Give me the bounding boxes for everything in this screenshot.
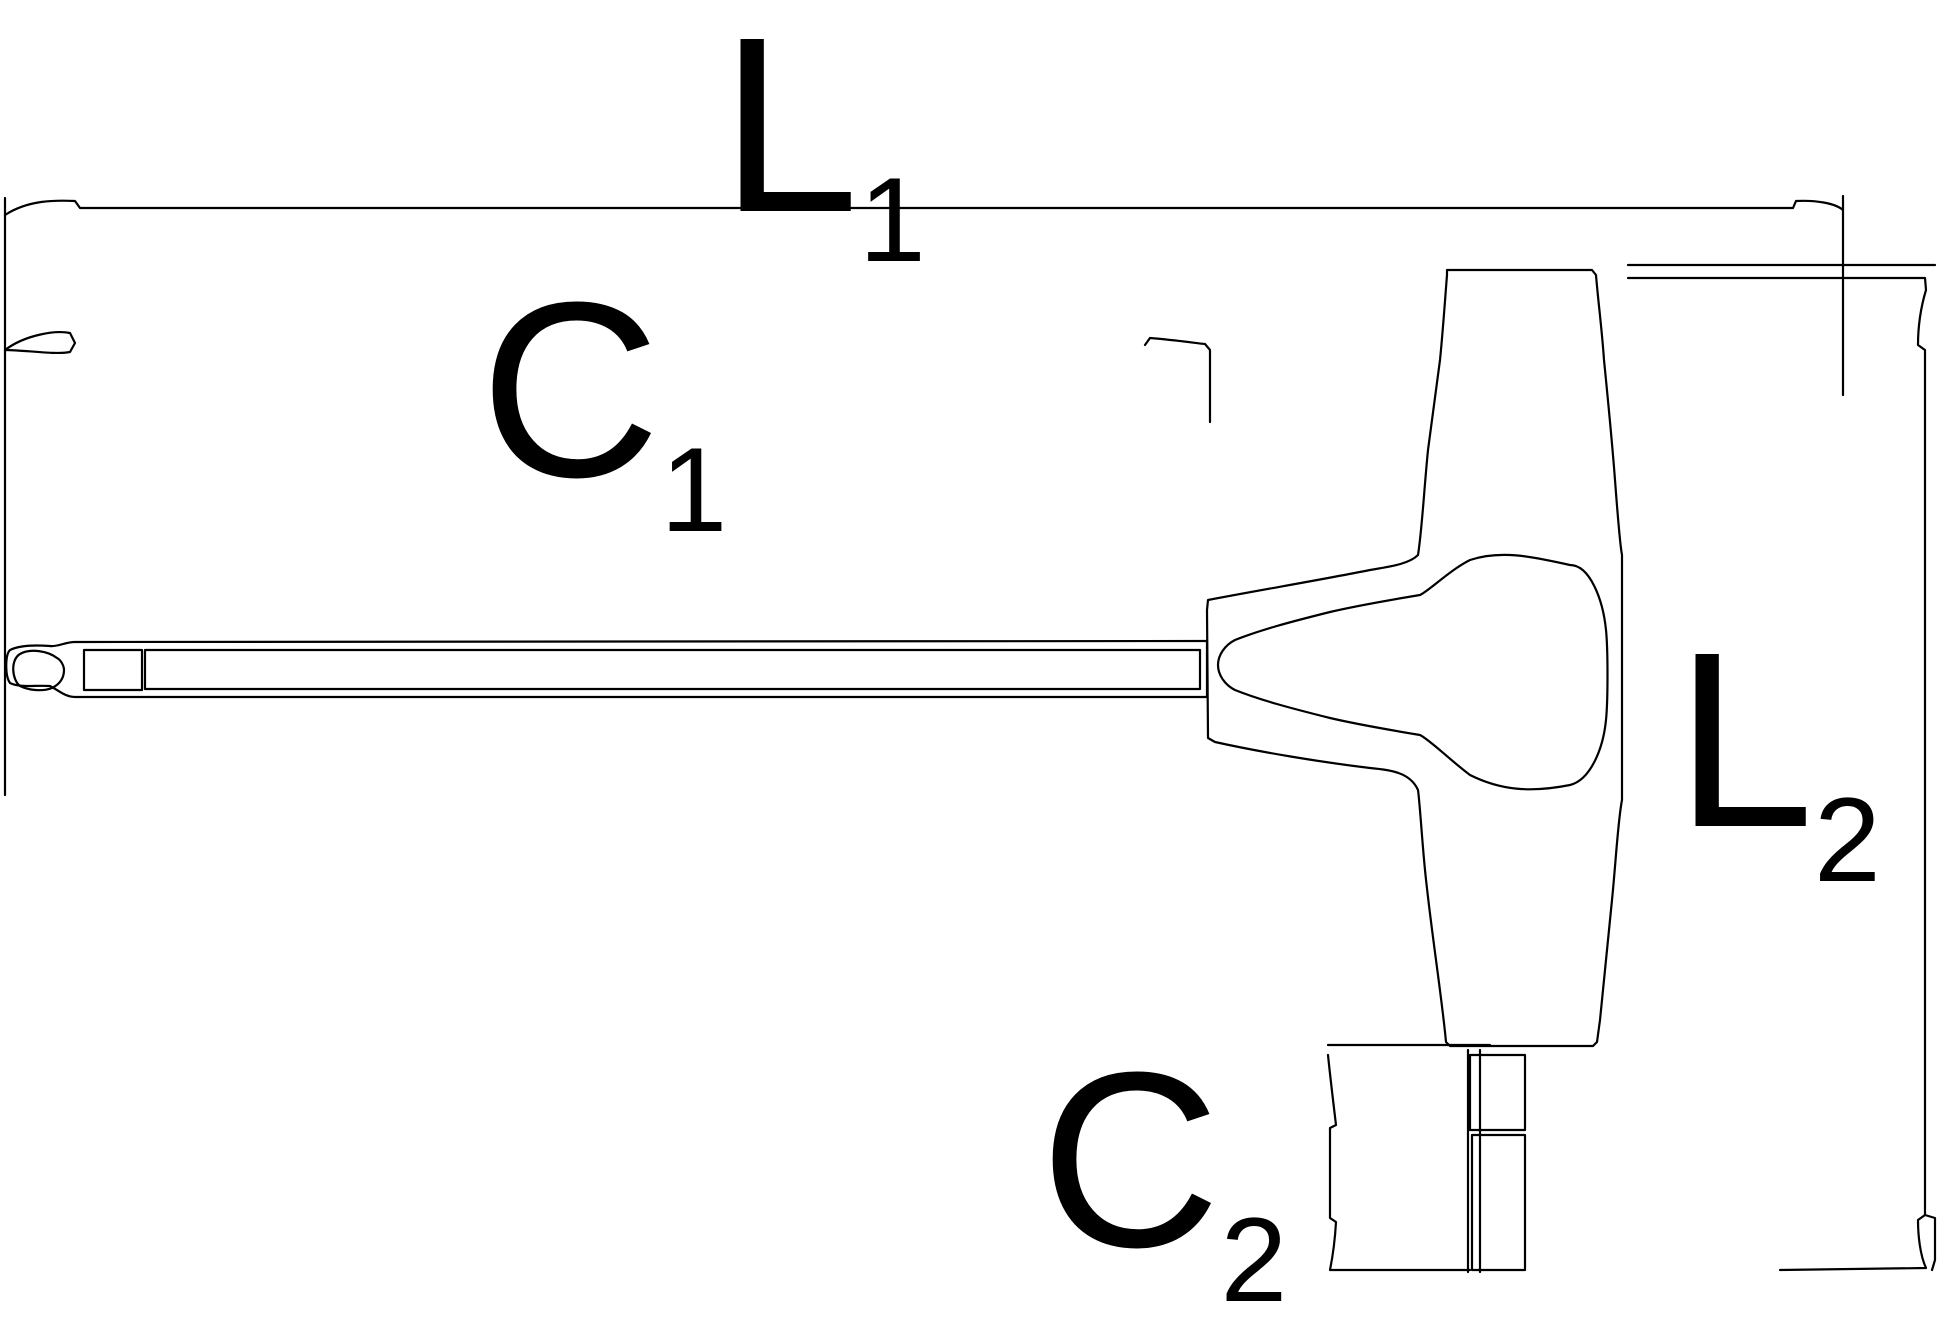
- l2-subscript: 2: [1814, 773, 1881, 907]
- handle-outline: [1205, 268, 1624, 1048]
- c2-subscript: 2: [1220, 1193, 1288, 1327]
- c1-main-letter: C: [480, 250, 661, 529]
- tool-shaft: [5, 639, 1209, 699]
- l2-label: L2: [1675, 615, 1881, 901]
- ferrule: [1468, 1053, 1527, 1272]
- dimension-diagram: L1 C1 L2 C2: [3, 0, 1937, 1320]
- l1-subscript: 1: [859, 153, 926, 287]
- l2-main-letter: L: [1675, 600, 1815, 879]
- c1-label: C1: [480, 265, 727, 551]
- l2-dimension-bracket: [1626, 263, 1937, 1272]
- c2-label: C2: [1040, 1035, 1287, 1321]
- c2-main-letter: C: [1040, 1020, 1221, 1299]
- l1-main-letter: L: [720, 0, 860, 264]
- l1-dimension-bracket: [3, 194, 1845, 797]
- c2-dimension-bracket: [1326, 1043, 1492, 1274]
- handle-inner-opening: [1216, 553, 1609, 791]
- l1-label: L1: [720, 0, 926, 280]
- tool-drawing: [3, 194, 1937, 1274]
- c1-subscript: 1: [660, 423, 728, 557]
- c1-dimension-bracket: [1143, 336, 1212, 424]
